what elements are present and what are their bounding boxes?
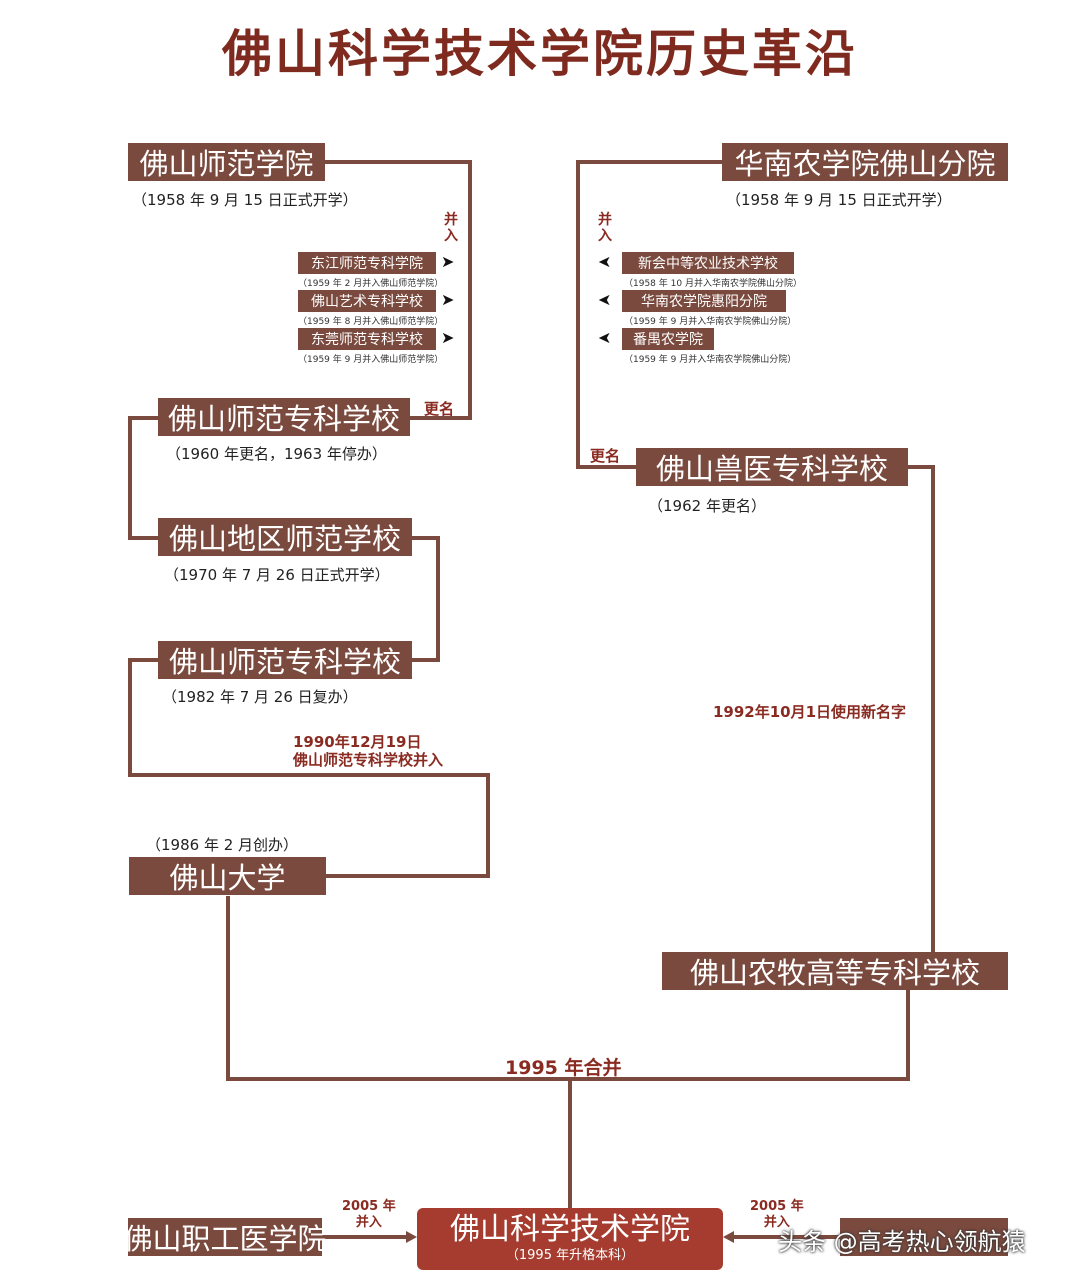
note-dongguan-normal: （1959 年 9 月并入佛山师范学院） xyxy=(298,355,444,365)
box-agri-husbandry-college: 佛山农牧高等专科学校 xyxy=(662,952,1008,990)
note-xinhui-agri-school: （1958 年 10 月并入华南农学院佛山分院） xyxy=(624,279,802,289)
line-sfxy-rename xyxy=(325,160,472,420)
main-note: （1995 年升格本科） xyxy=(505,1248,635,1263)
box-foshan-workers-medical: 佛山职工医学院 xyxy=(124,1218,327,1256)
box-dongguan-normal: 东莞师范专科学校 xyxy=(298,328,436,350)
note-dongjiang-normal: （1959 年 2 月并入佛山师范学院） xyxy=(298,279,444,289)
merge-label-right: 并 入 xyxy=(598,212,612,244)
line-sfzk1-dqsf xyxy=(128,416,158,540)
box-foshan-art: 佛山艺术专科学校 xyxy=(298,290,436,312)
page-title: 佛山科学技术学院历史革沿 xyxy=(222,24,858,83)
box-normal-junior-college-1982: 佛山师范专科学校 xyxy=(158,641,412,679)
line-sfzk2-fsdx xyxy=(128,658,490,878)
merge-label-2005-right: 2005 年 并入 xyxy=(750,1199,804,1230)
box-panyu-agri-college: 番禺农学院 xyxy=(622,328,714,350)
main-name: 佛山科学技术学院 xyxy=(450,1212,690,1247)
box-district-normal-school: 佛山地区师范学校 xyxy=(158,518,412,556)
merge-label-1990: 1990年12月19日 佛山师范专科学校并入 xyxy=(293,733,444,769)
watermark: 头条 @高考热心领航猿 xyxy=(778,1228,1026,1256)
arrow-right-icon: ➤ xyxy=(441,252,455,271)
box-normal-junior-college-1960: 佛山师范专科学校 xyxy=(158,398,410,436)
box-veterinary-junior-college: 佛山兽医专科学校 xyxy=(636,448,908,486)
box-scau-huiyang-branch: 华南农学院惠阳分院 xyxy=(622,290,786,312)
arrow-left-icon: ➤ xyxy=(598,290,612,309)
note-normal-junior-college-1960: （1960 年更名，1963 年停办） xyxy=(166,445,387,463)
note-scau-huiyang-branch: （1959 年 9 月并入华南农学院佛山分院） xyxy=(624,317,797,327)
note-district-normal-school: （1970 年 7 月 26 日正式开学） xyxy=(164,566,390,584)
box-scau-foshan-branch: 华南农学院佛山分院 xyxy=(722,143,1008,181)
line-syzk-nmgd xyxy=(908,465,935,952)
box-foshan-normal-college: 佛山师范学院 xyxy=(128,143,325,181)
box-xinhui-agri-school: 新会中等农业技术学校 xyxy=(622,252,794,274)
merge-label-left: 并 入 xyxy=(444,212,458,244)
merge-label-1995: 1995 年合并 xyxy=(505,1057,622,1079)
line-hnny-rename xyxy=(576,160,722,469)
note-veterinary-junior-college: （1962 年更名） xyxy=(648,497,766,515)
arrow-right-icon: ➤ xyxy=(441,290,455,309)
line-dqsf-sfzk2 xyxy=(412,536,440,662)
arrow-right-icon: ➤ xyxy=(441,328,455,347)
box-foshan-university: 佛山大学 xyxy=(129,857,326,895)
arrow-left-icon: ➤ xyxy=(598,328,612,347)
note-panyu-agri-college: （1959 年 9 月并入华南农学院佛山分院） xyxy=(624,355,797,365)
rename-label-1992: 1992年10月1日使用新名字 xyxy=(713,703,907,721)
arrow-head-left-2005 xyxy=(406,1231,417,1243)
note-foshan-art: （1959 年 8 月并入佛山师范学院） xyxy=(298,317,444,327)
box-dongjiang-normal: 东江师范专科学院 xyxy=(298,252,436,274)
note-foshan-university: （1986 年 2 月创办） xyxy=(146,836,299,854)
rename-label-left: 更名 xyxy=(424,400,455,418)
box-fosu-main: 佛山科学技术学院 （1995 年升格本科） xyxy=(417,1208,723,1270)
arrow-left-icon: ➤ xyxy=(598,252,612,271)
note-scau-foshan-branch: （1958 年 9 月 15 日正式开学） xyxy=(726,191,952,209)
merge-label-2005-left: 2005 年 并入 xyxy=(342,1199,396,1230)
box-right-merged-obscured xyxy=(840,1218,1008,1256)
arrow-head-right-2005 xyxy=(723,1231,734,1243)
note-foshan-normal-college: （1958 年 9 月 15 日正式开学） xyxy=(132,191,358,209)
rename-label-right: 更名 xyxy=(590,447,621,465)
note-normal-junior-college-1982: （1982 年 7 月 26 日复办） xyxy=(162,688,358,706)
